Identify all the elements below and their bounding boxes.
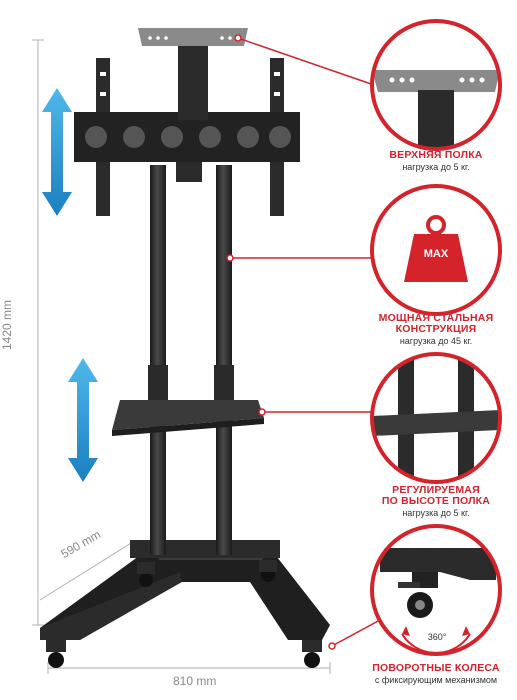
callout-title-top-shelf: ВЕРХНЯЯ ПОЛКА [389,149,483,161]
height-dimension-label: 1420 mm [0,299,15,351]
callout-subtitle-casters: с фиксирующим механизмом [374,675,498,685]
callout-circle-adjustable-shelf [370,352,502,484]
weight-icon [404,215,468,282]
callout-title-steel-frame: МОЩНАЯ СТАЛЬНАЯ КОНСТРУКЦИЯ [378,312,494,335]
callout-leader-lines [230,37,381,647]
max-badge-label: MAX [423,248,449,260]
mount-height-arrow-icon [42,88,72,216]
support-poles [148,165,234,555]
callout-title-adjustable-shelf: РЕГУЛИРУЕМАЯ ПО ВЫСОТЕ ПОЛКА [381,484,491,507]
callout-subtitle-adjustable-shelf: нагрузка до 5 кг. [402,508,470,518]
leader-dots [226,34,336,650]
depth-dimension-line [39,539,137,601]
callout-title-casters: ПОВОРОТНЫЕ КОЛЕСА [372,662,500,674]
callout-subtitle-top-shelf: нагрузка до 5 кг. [402,162,470,172]
callout-circle-top-shelf [370,19,502,151]
top-shelf [138,28,248,120]
stand-base [40,540,330,640]
caster-wheels [46,560,322,668]
callout-circle-max-load [370,184,502,316]
callout-circle-caster-wheel [370,524,502,656]
width-dimension-line [47,662,331,674]
tv-mount-bracket [74,58,300,216]
callout-subtitle-steel-frame: нагрузка до 45 кг. [399,336,473,346]
shelf-height-arrow-icon [68,358,98,482]
middle-shelf [112,400,264,436]
rotation-badge-label: 360° [427,632,447,642]
height-dimension-line [32,39,44,626]
width-dimension-label: 810 mm [173,674,217,688]
